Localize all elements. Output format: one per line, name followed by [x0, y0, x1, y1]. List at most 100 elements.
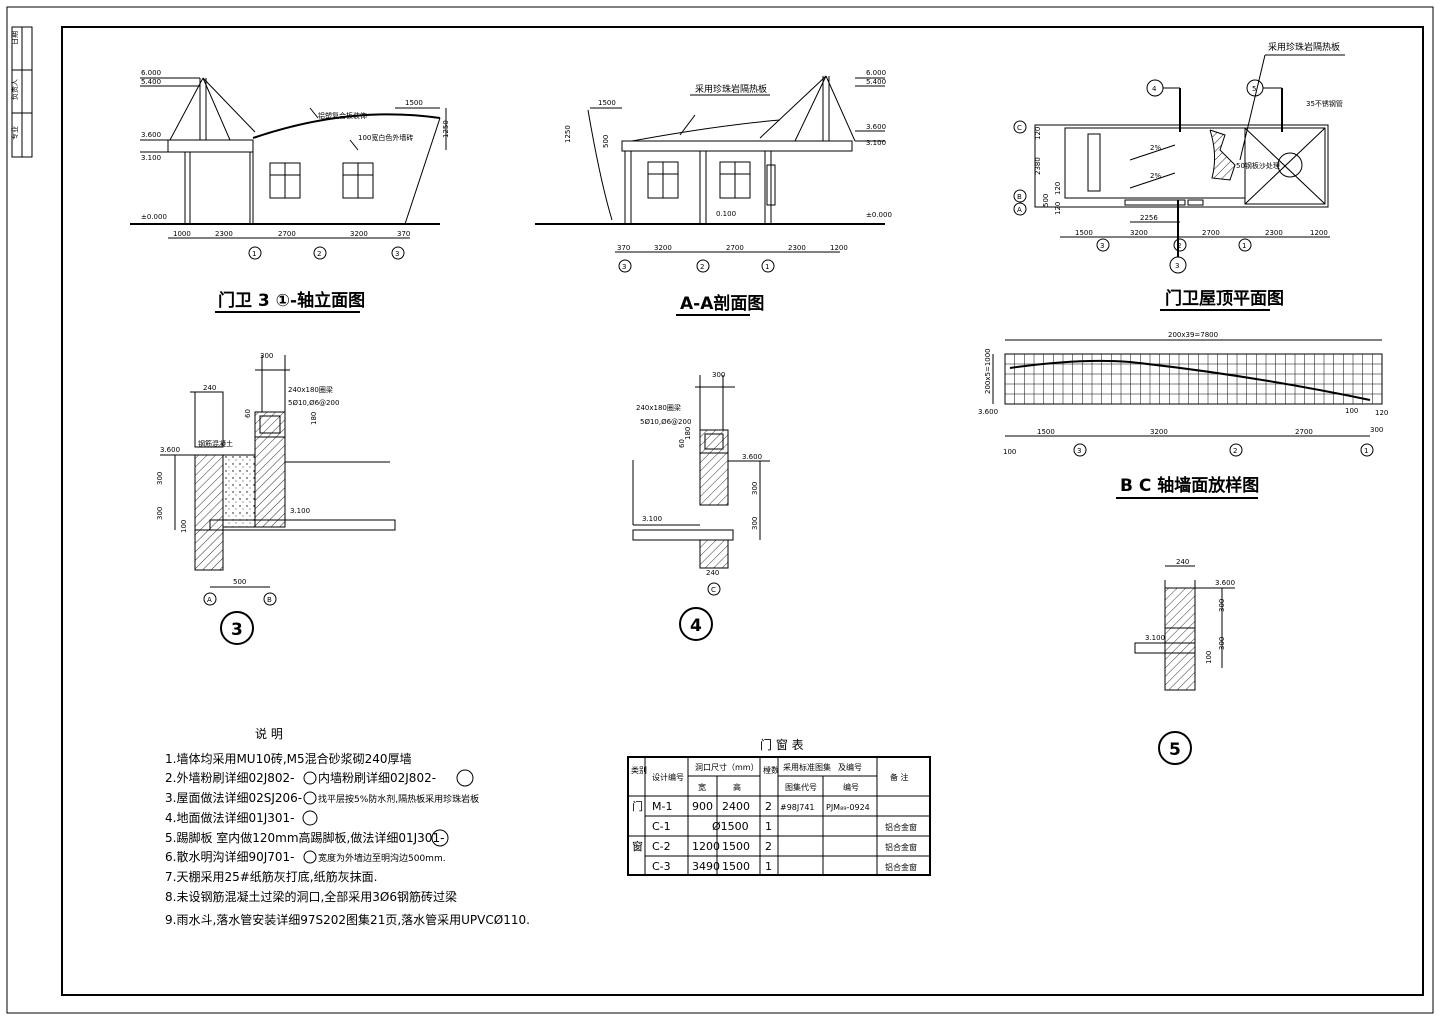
detail-3-drawing: 300 240 240x180圈梁 5Ø10,Ø6@200 180 60 钢筋混… [156, 352, 396, 645]
d3-dim-300a: 300 [156, 472, 164, 485]
d4-dim-300b: 300 [751, 517, 759, 530]
table-cell-n: 2 [765, 800, 772, 813]
side-strip: 日期 负责人 专业 [10, 26, 33, 158]
note-5: 5.踢脚板 室内做120mm高踢脚板,做法详细01J301- [165, 830, 444, 845]
th-remark: 备 注 [890, 772, 909, 782]
section-aa-title: A-A剖面图 [680, 293, 764, 314]
d4-rebar: 5Ø10,Ø6@200 [640, 418, 691, 426]
th-width: 宽 [698, 782, 706, 792]
table-cell-w: 1200 [692, 840, 720, 853]
th-height: 高 [733, 782, 741, 792]
d3-rebar: 5Ø10,Ø6@200 [288, 399, 339, 407]
d4-dim-60: 60 [678, 439, 686, 448]
note-7: 7.天棚采用25#纸筋灰打底,纸筋灰抹面. [165, 869, 377, 884]
aa-dim-370: 370 [617, 244, 630, 252]
roof-dim-2300: 2300 [1265, 229, 1283, 237]
elev-level-6000: 6.000 [141, 69, 161, 77]
roof-dim-1500: 1500 [1075, 229, 1093, 237]
wall-small-300: 300 [1370, 426, 1383, 434]
roof-callout-5: 5 [1252, 85, 1256, 93]
wall-axis-2: 2 [1233, 447, 1237, 455]
d4-dim-300a: 300 [751, 482, 759, 495]
roof-dim-2700: 2700 [1202, 229, 1220, 237]
aa-axis-1: 1 [765, 263, 769, 271]
d3-dim-500: 500 [233, 578, 246, 586]
table-cell-n: 1 [765, 860, 772, 873]
detail-5-drawing: 240 3.600 3.100 300 300 100 5 [1134, 558, 1235, 765]
elev-level-3100: 3.100 [141, 154, 161, 162]
wall-axis-3: 3 [1077, 447, 1081, 455]
elevation-drawing: 6.000 5.400 3.600 3.100 ±0.000 铝塑复合板装饰 1… [130, 69, 450, 313]
elev-dim-2700: 2700 [278, 230, 296, 238]
elev-dim-2300: 2300 [215, 230, 233, 238]
aa-level-3100: 3.100 [866, 139, 886, 147]
wall-axis-1: 1 [1364, 447, 1368, 455]
d4-dim-300: 300 [712, 371, 725, 379]
table-cell-id: M-1 [652, 800, 672, 813]
aa-level-0: ±0.000 [866, 211, 892, 219]
note-3-inline: 找平层按5%防水剂,隔热板采用珍珠岩板 [318, 793, 479, 805]
inner-frame [61, 26, 1424, 996]
roof-axis-b: B [1017, 193, 1022, 201]
elev-dim-1250: 1250 [442, 120, 450, 138]
d3-dim-240: 240 [203, 384, 216, 392]
d5-dim-300a: 300 [1218, 599, 1226, 612]
table-cell-cat: 门 [632, 799, 643, 813]
table-cell-atlas: #98J741 [780, 803, 815, 812]
roof-note-plate: 50钢板沙处理 [1236, 161, 1280, 170]
th-count: 樘数 [763, 765, 779, 775]
wall-grid [1005, 363, 1382, 395]
elev-axis-2: 2 [317, 250, 321, 258]
d4-axis-c: C [711, 586, 716, 594]
note-4: 4.地面做法详细01J301- [165, 810, 295, 825]
aa-dim-2300: 2300 [788, 244, 806, 252]
roof-callout-4: 4 [1152, 85, 1157, 93]
th-atlas: 采用标准图集 [783, 762, 831, 772]
table-cell-w: 900 [692, 800, 713, 813]
d3-level-3100: 3.100 [290, 507, 310, 515]
d5-dim-100: 100 [1205, 651, 1213, 664]
detail-3-label: 3 [231, 620, 243, 640]
table-cell-h: 2400 [722, 800, 750, 813]
d3-dim-300: 300 [260, 352, 273, 360]
note-9: 9.雨水斗,落水管安装详细97S202图集21页,落水管采用UPVCØ110. [165, 912, 530, 927]
table-cell-id: C-3 [652, 860, 671, 873]
table-cell-h: 1500 [722, 860, 750, 873]
wall-small-100b: 100 [1003, 448, 1016, 456]
elev-dim-1500: 1500 [405, 99, 423, 107]
note-6-inline: 宽度为外墙边至明沟边500mm. [318, 852, 446, 864]
aa-level-5400: 5.400 [866, 78, 886, 86]
d3-note-concrete: 钢筋混凝土 [198, 439, 233, 448]
door-window-table: 门 窗 表 类别 设计编号 洞口尺寸（mm） 宽 高 樘数 采用标准图集 及编号… [627, 737, 931, 876]
detail-5-label: 5 [1169, 740, 1181, 760]
detail-4-drawing: 300 240x180圈梁 5Ø10,Ø6@200 180 60 3.600 3… [632, 371, 770, 641]
note-8: 8.未设钢筋混凝土过梁的洞口,全部采用3Ø6钢筋砖过梁 [165, 889, 457, 904]
strip-label-date: 日期 [11, 31, 19, 45]
d5-level-3600: 3.600 [1215, 579, 1235, 587]
wall-dim-1500: 1500 [1037, 428, 1055, 436]
table-cell-id: C-2 [652, 840, 671, 853]
wall-bc-drawing: 200x39=7800 200x5=1000 3.600 100 120 300… [978, 331, 1388, 499]
elev-dim-370: 370 [397, 230, 410, 238]
table-cell-w: 3490 [692, 860, 720, 873]
d3-axis-b: B [267, 596, 272, 604]
elev-note-tile: 100宽白色外墙砖 [358, 133, 413, 142]
aa-axis-3: 3 [622, 263, 626, 271]
wall-top-dim: 200x39=7800 [1168, 331, 1218, 339]
note-6: 6.散水明沟详细90J701- [165, 849, 295, 864]
aa-dim-1200: 1200 [830, 244, 848, 252]
d4-ring-beam: 240x180圈梁 [636, 403, 681, 412]
elev-axis-3: 3 [395, 250, 399, 258]
th-number: 编号 [843, 782, 859, 792]
aa-dim-1250: 1250 [564, 125, 572, 143]
wall-bc-title: B C 轴墙面放样图 [1120, 475, 1259, 496]
detail-4-label: 4 [690, 616, 702, 636]
roof-axis-c: C [1017, 124, 1022, 132]
table-cell-cat: 窗 [632, 839, 643, 853]
aa-level-0100: 0.100 [716, 210, 736, 218]
wall-small-100: 100 [1345, 407, 1358, 415]
elev-dim-1000: 1000 [173, 230, 191, 238]
strip-label-major: 专业 [10, 126, 19, 140]
roof-plan-title: 门卫屋顶平面图 [1165, 288, 1284, 309]
